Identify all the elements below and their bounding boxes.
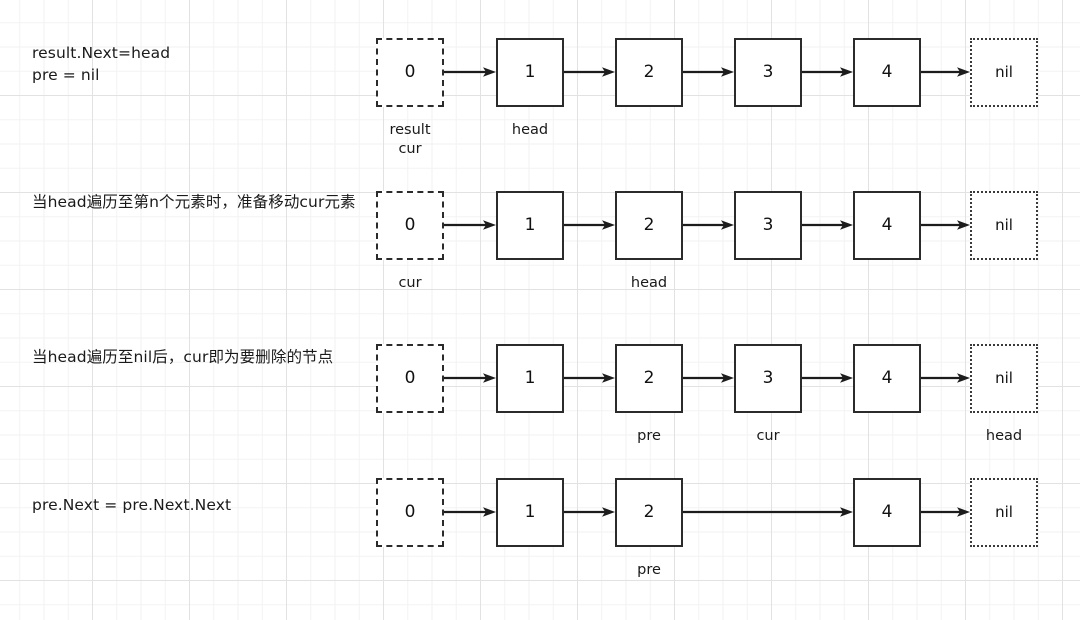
link-arrow (564, 219, 615, 231)
list-node: 0 (376, 190, 444, 260)
link-arrow (683, 372, 734, 384)
list-node: 1 (496, 477, 564, 547)
list-node: 2 (615, 477, 683, 547)
node-pointer-label: cur (756, 427, 780, 444)
list-node: 2 (615, 343, 683, 413)
node-pointer-label: result cur (389, 121, 431, 157)
row-caption: result.Next=head pre = nil (32, 44, 171, 84)
link-arrow (564, 66, 615, 78)
link-arrow (444, 506, 496, 518)
link-arrow (683, 66, 734, 78)
list-node: nil (970, 343, 1038, 413)
link-arrow (444, 66, 496, 78)
list-node: 2 (615, 190, 683, 260)
link-arrow (802, 66, 853, 78)
list-node: 1 (496, 37, 564, 107)
list-node: 4 (853, 477, 921, 547)
link-arrow (564, 506, 615, 518)
list-node: 1 (496, 190, 564, 260)
node-pointer-label: head (985, 427, 1023, 444)
node-pointer-label: head (630, 274, 668, 291)
list-node: 3 (734, 37, 802, 107)
link-arrow (921, 219, 970, 231)
link-arrow (921, 506, 970, 518)
list-node: 1 (496, 343, 564, 413)
row-caption: pre.Next = pre.Next.Next (32, 496, 232, 514)
list-node: 2 (615, 37, 683, 107)
link-arrow (444, 219, 496, 231)
list-node: 4 (853, 343, 921, 413)
link-arrow (802, 372, 853, 384)
list-node: nil (970, 477, 1038, 547)
list-node: 3 (734, 343, 802, 413)
link-arrow (921, 66, 970, 78)
list-node: nil (970, 37, 1038, 107)
node-pointer-label: pre (637, 561, 661, 578)
list-node: nil (970, 190, 1038, 260)
link-arrow (683, 506, 853, 518)
link-arrow (921, 372, 970, 384)
link-arrow (444, 372, 496, 384)
link-arrow (802, 219, 853, 231)
list-node: 4 (853, 37, 921, 107)
list-node: 4 (853, 190, 921, 260)
list-node: 3 (734, 190, 802, 260)
node-pointer-label: cur (398, 274, 422, 291)
row-caption: 当head遍历至nil后，cur即为要删除的节点 (32, 348, 334, 366)
list-node: 0 (376, 477, 444, 547)
row-caption: 当head遍历至第n个元素时，准备移动cur元素 (32, 193, 356, 211)
list-node: 0 (376, 343, 444, 413)
node-pointer-label: pre (637, 427, 661, 444)
link-arrow (564, 372, 615, 384)
link-arrow (683, 219, 734, 231)
list-node: 0 (376, 37, 444, 107)
node-pointer-label: head (511, 121, 549, 138)
